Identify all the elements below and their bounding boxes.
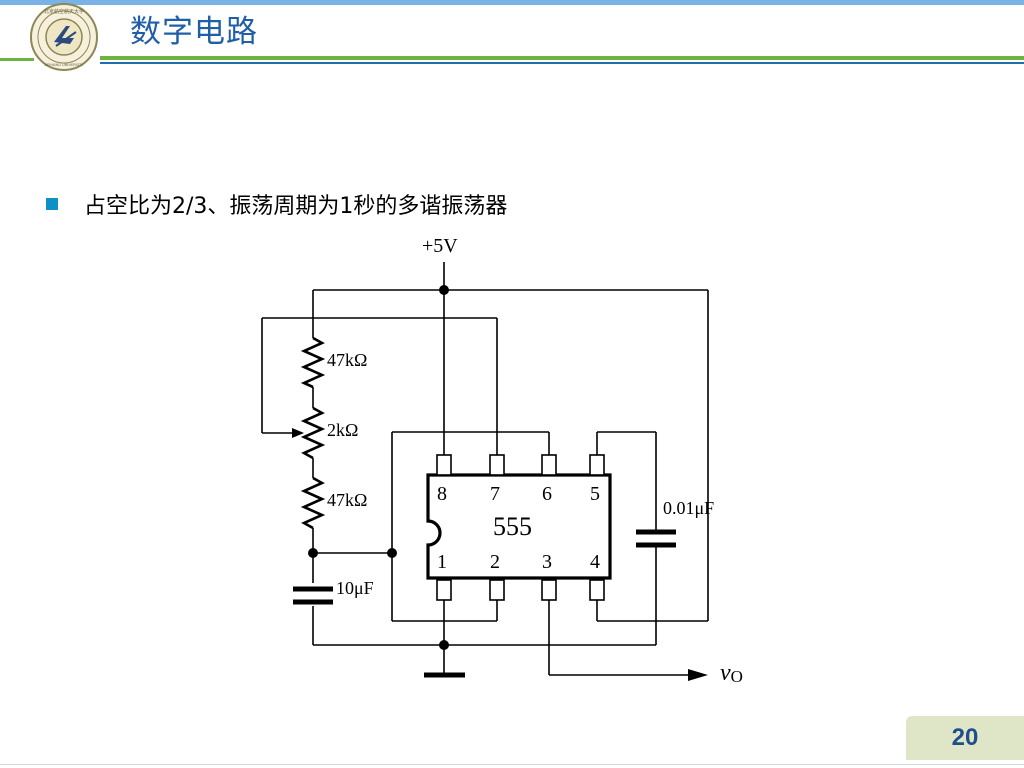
bullet-text: 占空比为2/3、振荡周期为1秒的多谐振荡器 [84,194,508,219]
junction-node [308,548,318,558]
supply-label: +5V [422,235,458,257]
potentiometer-2k [300,406,326,460]
pin-2 [489,579,505,601]
pin-7 [489,454,505,476]
bullet-marker [46,198,58,210]
pot-label: 2kΩ [327,420,358,440]
university-emblem: 北京航空航天大学 BEIHANG UNIVERSITY [30,3,98,71]
r1-label: 47kΩ [327,350,367,370]
chip-label: 555 [493,512,532,541]
resistor-47k-top [300,336,326,389]
pin-6 [541,454,557,476]
pin-label-5: 5 [590,483,600,505]
footer-rule [0,764,1024,765]
pin-4 [589,579,605,601]
page-number-badge: 20 [906,716,1024,760]
junction-trigger [387,548,397,558]
pin-label-4: 4 [590,551,600,573]
timing-cap-label: 10μF [336,578,374,598]
pin-5 [589,454,605,476]
top-stripe [0,0,1024,5]
page-number: 20 [951,724,979,751]
header-rule-green [100,56,1024,60]
pin-label-2: 2 [490,551,500,573]
junction-ground [439,640,449,650]
pin-label-1: 1 [437,551,447,573]
header-rule-left [0,58,34,61]
output-arrow [688,669,708,681]
svg-text:北京航空航天大学: 北京航空航天大学 [44,8,84,15]
ic-555-body [426,473,612,580]
pin-label-8: 8 [437,483,447,505]
pin-label-7: 7 [490,483,500,505]
pin-label-6: 6 [542,483,552,505]
r2-label: 47kΩ [327,490,367,510]
output-label-sub: O [731,667,743,686]
junction-supply [439,285,449,295]
pin-label-3: 3 [542,551,552,573]
pin-3 [541,579,557,601]
pin-1 [436,579,452,601]
pin-8 [436,454,452,476]
resistor-47k-bottom [300,476,326,530]
svg-text:BEIHANG UNIVERSITY: BEIHANG UNIVERSITY [45,63,85,67]
course-title: 数字电路 [130,14,258,50]
output-label-main: v [720,660,731,686]
output-label: vO [720,660,743,686]
wiper-arrow [292,428,304,438]
header-rule-blue [100,62,1024,64]
control-cap-label: 0.01μF [663,498,714,518]
bullet-item: 占空比为2/3、振荡周期为1秒的多谐振荡器 [46,186,507,222]
